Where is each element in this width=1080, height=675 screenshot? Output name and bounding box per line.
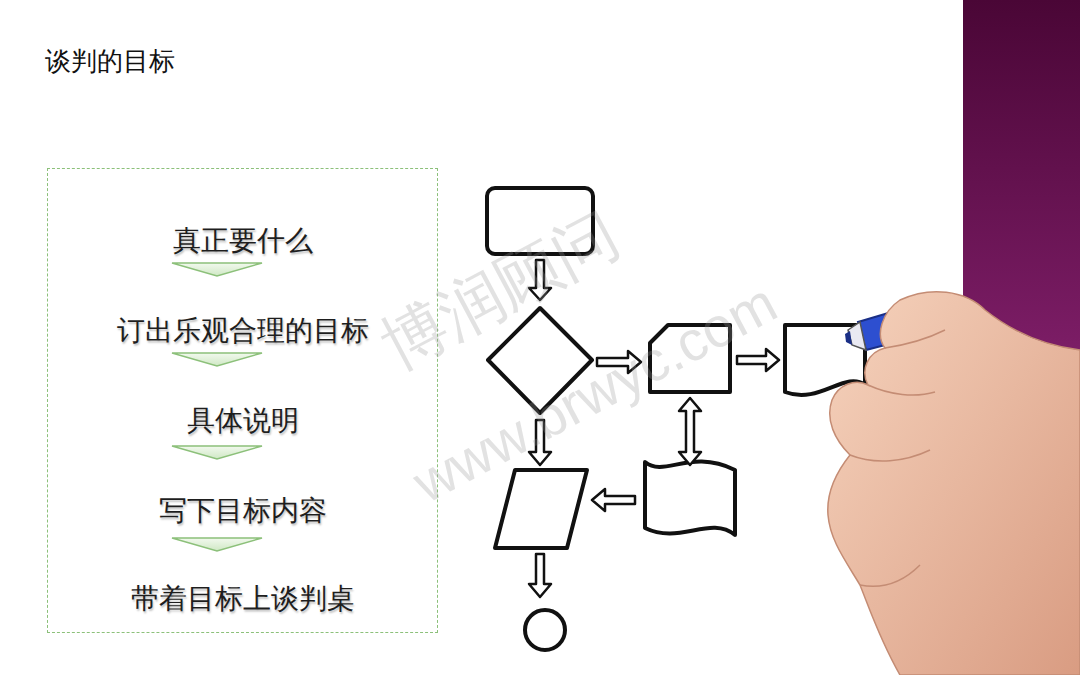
step-text: 订出乐观合理的目标 [117, 312, 369, 350]
slide-title: 谈判的目标 [45, 44, 175, 79]
step-text: 真正要什么 [173, 222, 313, 260]
hand-with-pen [828, 292, 1080, 675]
step-text: 写下目标内容 [159, 492, 327, 530]
dashed-step-box: 真正要什么订出乐观合理的目标具体说明写下目标内容带着目标上谈判桌 [47, 168, 438, 633]
step-text: 具体说明 [187, 402, 299, 440]
step-text: 带着目标上谈判桌 [131, 580, 355, 618]
